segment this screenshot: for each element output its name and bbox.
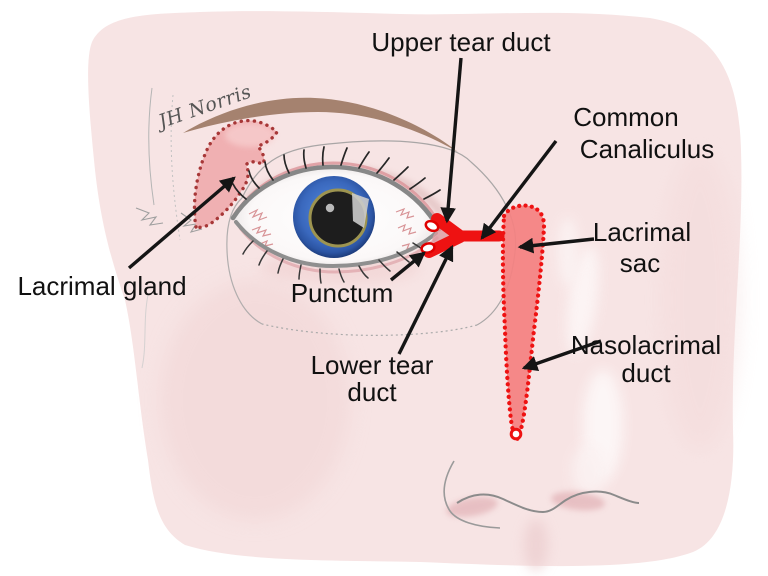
sac-duct-dotted-outline bbox=[500, 203, 547, 442]
pupil bbox=[308, 188, 368, 248]
label-common-canaliculus-line1: Common bbox=[573, 102, 679, 132]
label-lacrimal-gland: Lacrimal gland bbox=[17, 271, 187, 301]
label-common-canaliculus-line2: Canaliculus bbox=[579, 134, 715, 164]
label-lacrimal-sac-line1: Lacrimal bbox=[592, 217, 692, 247]
arrow-lower-tear-duct bbox=[397, 244, 454, 355]
upper-punctum bbox=[424, 219, 440, 233]
nose-wing-line bbox=[443, 460, 501, 529]
upper-eyelashes bbox=[232, 146, 441, 200]
label-lower-tear-duct-line2: duct bbox=[347, 377, 397, 407]
eye-socket-arc-bottom bbox=[261, 323, 478, 336]
temple-zigzag bbox=[135, 207, 203, 233]
face-contour-lines bbox=[135, 87, 640, 529]
arrow-nasolacrimal-duct bbox=[521, 339, 602, 371]
nose-base-line bbox=[456, 490, 640, 514]
pupil-highlight-dot bbox=[325, 203, 335, 213]
lacrimal-gland-dotted-outline bbox=[192, 118, 280, 230]
label-upper-tear-duct: Upper tear duct bbox=[371, 27, 551, 57]
arrow-lacrimal-sac bbox=[517, 237, 595, 254]
label-punctum: Punctum bbox=[290, 278, 394, 308]
eye-socket-arc-left bbox=[226, 197, 263, 325]
label-lower-tear-duct-line1: Lower tear bbox=[310, 350, 434, 380]
arrow-upper-tear-duct bbox=[440, 57, 463, 224]
upper-lid-line bbox=[230, 164, 442, 232]
sac-duct-fill bbox=[502, 205, 544, 439]
leader-arrows bbox=[127, 57, 602, 371]
arrow-common-canaliculus bbox=[480, 139, 558, 240]
label-lacrimal-sac-line2: sac bbox=[619, 248, 661, 278]
sclera-veins bbox=[248, 207, 417, 250]
lower-eyelashes bbox=[242, 240, 427, 284]
lacrimal-sac-and-nasolacrimal-duct bbox=[500, 203, 547, 442]
arrow-lacrimal-gland bbox=[127, 176, 236, 270]
lower-punctum bbox=[420, 242, 436, 254]
duct-opening bbox=[509, 427, 523, 441]
label-nasolacrimal-duct-line2: duct bbox=[621, 358, 671, 388]
eyebrow bbox=[183, 97, 458, 152]
lower-lid-line bbox=[234, 220, 438, 269]
lacrimal-gland-shape bbox=[192, 118, 280, 230]
label-nasolacrimal-duct-line1: Nasolacrimal bbox=[570, 330, 722, 360]
pupil-highlight bbox=[352, 193, 369, 228]
arrow-punctum bbox=[389, 251, 426, 282]
